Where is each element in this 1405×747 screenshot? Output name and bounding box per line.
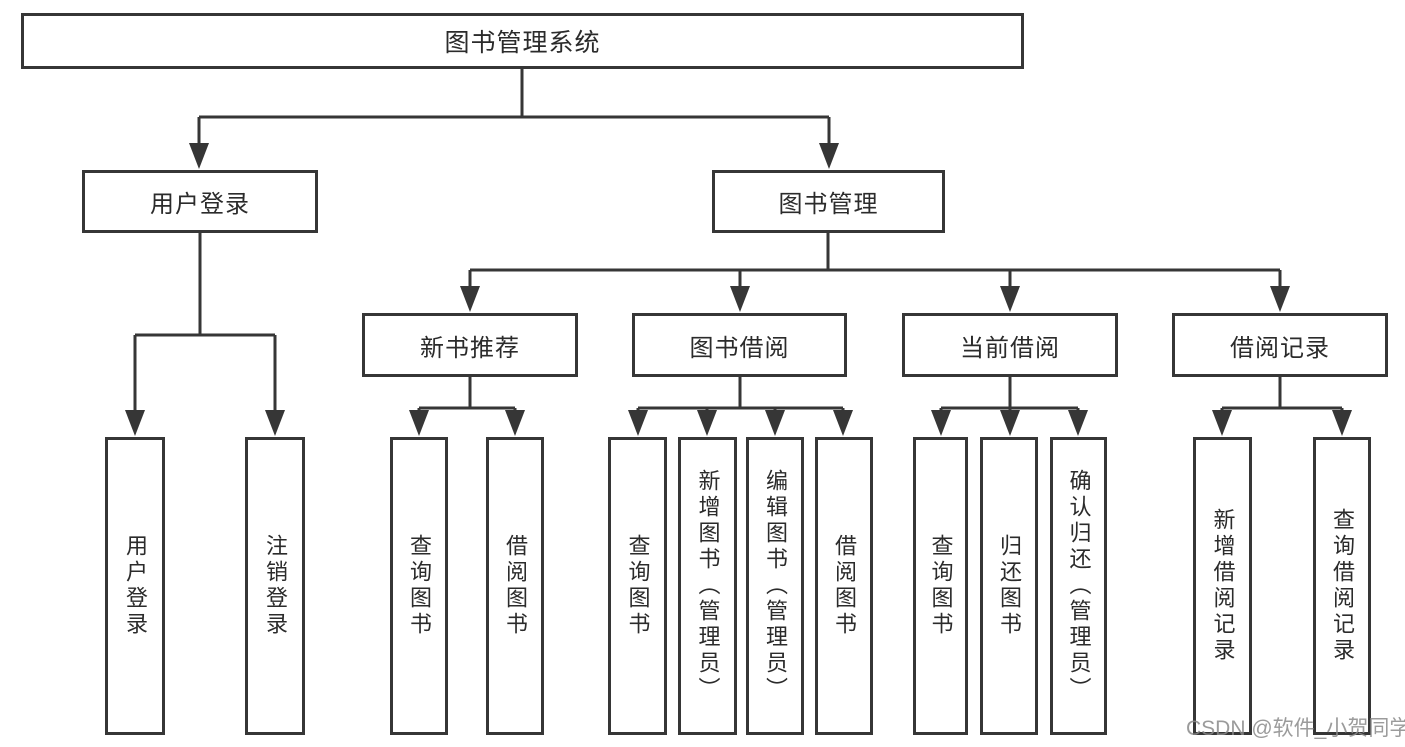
leaf-current-confirm-return-admin: 确认归还（管理员） — [1050, 437, 1107, 735]
node-book-management-label: 图书管理 — [778, 191, 879, 218]
leaf-current-query-book: 查询图书 — [913, 437, 968, 735]
leaf-current-confirm-return-admin-label: 确认归还（管理员） — [1066, 469, 1092, 703]
node-book-borrow: 图书借阅 — [632, 313, 847, 377]
node-current-borrow-label: 当前借阅 — [960, 334, 1060, 362]
node-new-book-recommend: 新书推荐 — [362, 313, 578, 377]
leaf-logout-login: 注销登录 — [245, 437, 305, 735]
node-borrow-records-label: 借阅记录 — [1230, 334, 1330, 362]
leaf-borrow-borrow-book-label: 借阅图书 — [832, 534, 857, 638]
leaf-borrow-edit-book-admin: 编辑图书（管理员） — [746, 437, 804, 735]
leaf-borrow-edit-book-admin-label: 编辑图书（管理员） — [763, 469, 788, 703]
leaf-current-return-book-label: 归还图书 — [997, 534, 1022, 638]
node-current-borrow: 当前借阅 — [902, 313, 1118, 377]
node-root-label: 图书管理系统 — [444, 29, 601, 57]
leaf-recommend-query-book-label: 查询图书 — [407, 534, 432, 638]
node-book-borrow-label: 图书借阅 — [689, 334, 790, 362]
leaf-records-add-record: 新增借阅记录 — [1193, 437, 1252, 735]
leaf-borrow-add-book-admin-label: 新增图书（管理员） — [695, 469, 721, 703]
leaf-current-query-book-label: 查询图书 — [928, 534, 954, 638]
node-book-management: 图书管理 — [712, 170, 945, 233]
node-new-book-recommend-label: 新书推荐 — [420, 334, 520, 362]
leaf-recommend-borrow-book-label: 借阅图书 — [503, 534, 528, 638]
leaf-records-query-record: 查询借阅记录 — [1313, 437, 1371, 735]
leaf-recommend-query-book: 查询图书 — [390, 437, 448, 735]
leaf-recommend-borrow-book: 借阅图书 — [486, 437, 544, 735]
leaf-current-return-book: 归还图书 — [980, 437, 1038, 735]
leaf-user-login-label: 用户登录 — [123, 534, 148, 638]
node-user-login-label: 用户登录 — [150, 191, 250, 218]
leaf-borrow-add-book-admin: 新增图书（管理员） — [678, 437, 737, 735]
arrow-down-icons — [125, 143, 1352, 436]
leaf-user-login: 用户登录 — [105, 437, 165, 735]
node-user-login: 用户登录 — [82, 170, 318, 233]
leaf-records-query-record-label: 查询借阅记录 — [1330, 508, 1355, 664]
csdn-watermark: CSDN @软件_小贺同学 — [1186, 717, 1405, 740]
leaf-borrow-query-book: 查询图书 — [608, 437, 667, 735]
connector-edges — [133, 69, 1344, 418]
node-borrow-records: 借阅记录 — [1172, 313, 1388, 377]
leaf-records-add-record-label: 新增借阅记录 — [1210, 508, 1236, 664]
leaf-borrow-borrow-book: 借阅图书 — [815, 437, 873, 735]
leaf-borrow-query-book-label: 查询图书 — [625, 534, 651, 638]
node-root: 图书管理系统 — [21, 13, 1024, 69]
leaf-logout-login-label: 注销登录 — [263, 534, 288, 638]
